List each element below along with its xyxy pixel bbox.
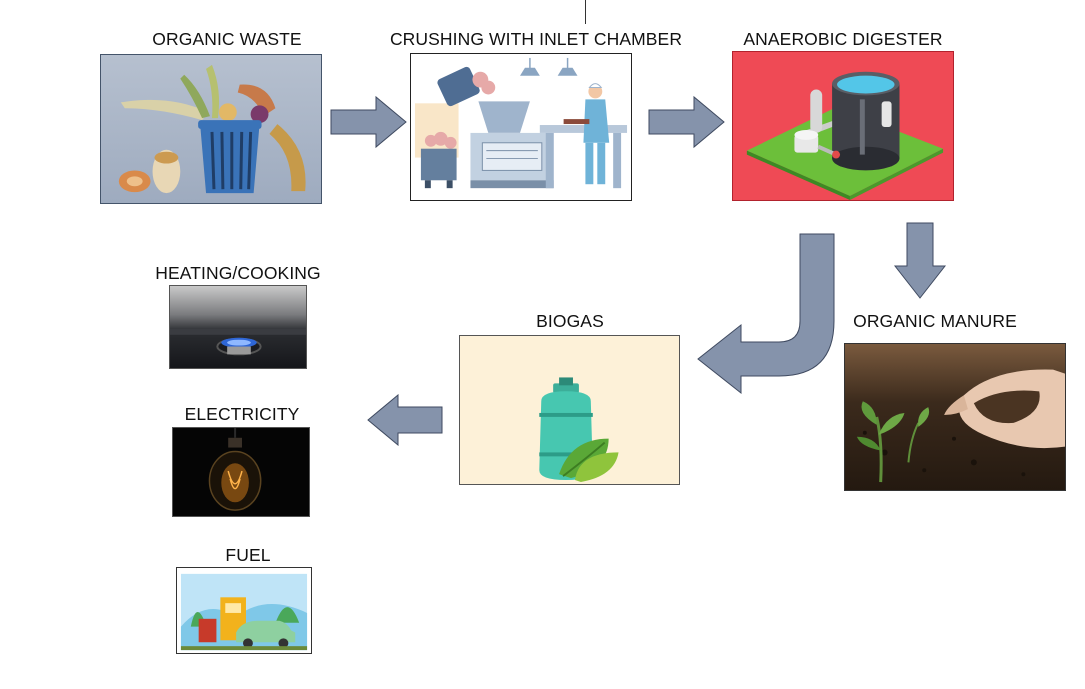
biogas-image bbox=[459, 335, 680, 485]
electricity-label: ELECTRICITY bbox=[184, 404, 300, 424]
crushing-label: CRUSHING WITH INLET CHAMBER bbox=[389, 29, 683, 49]
manure-image bbox=[844, 343, 1066, 491]
digester-label: ANAEROBIC DIGESTER bbox=[743, 29, 943, 49]
arrow-left-outputs bbox=[367, 394, 443, 446]
organic-waste-image bbox=[100, 54, 322, 204]
biogas-label: BIOGAS bbox=[536, 311, 604, 331]
arrow-right-2 bbox=[648, 95, 725, 149]
crushing-image bbox=[410, 53, 632, 201]
fuel-image bbox=[176, 567, 312, 654]
electricity-image bbox=[172, 427, 310, 517]
organic-waste-label: ORGANIC WASTE bbox=[152, 29, 302, 49]
heating-label: HEATING/COOKING bbox=[155, 263, 321, 283]
connector-line bbox=[585, 0, 586, 24]
heating-image bbox=[169, 285, 307, 369]
arrow-down-manure bbox=[893, 222, 947, 299]
fuel-label: FUEL bbox=[225, 545, 271, 565]
arrow-right-1 bbox=[330, 95, 407, 149]
digester-image bbox=[732, 51, 954, 201]
manure-label: ORGANIC MANURE bbox=[853, 311, 1017, 331]
arrow-curved-biogas bbox=[697, 233, 835, 395]
